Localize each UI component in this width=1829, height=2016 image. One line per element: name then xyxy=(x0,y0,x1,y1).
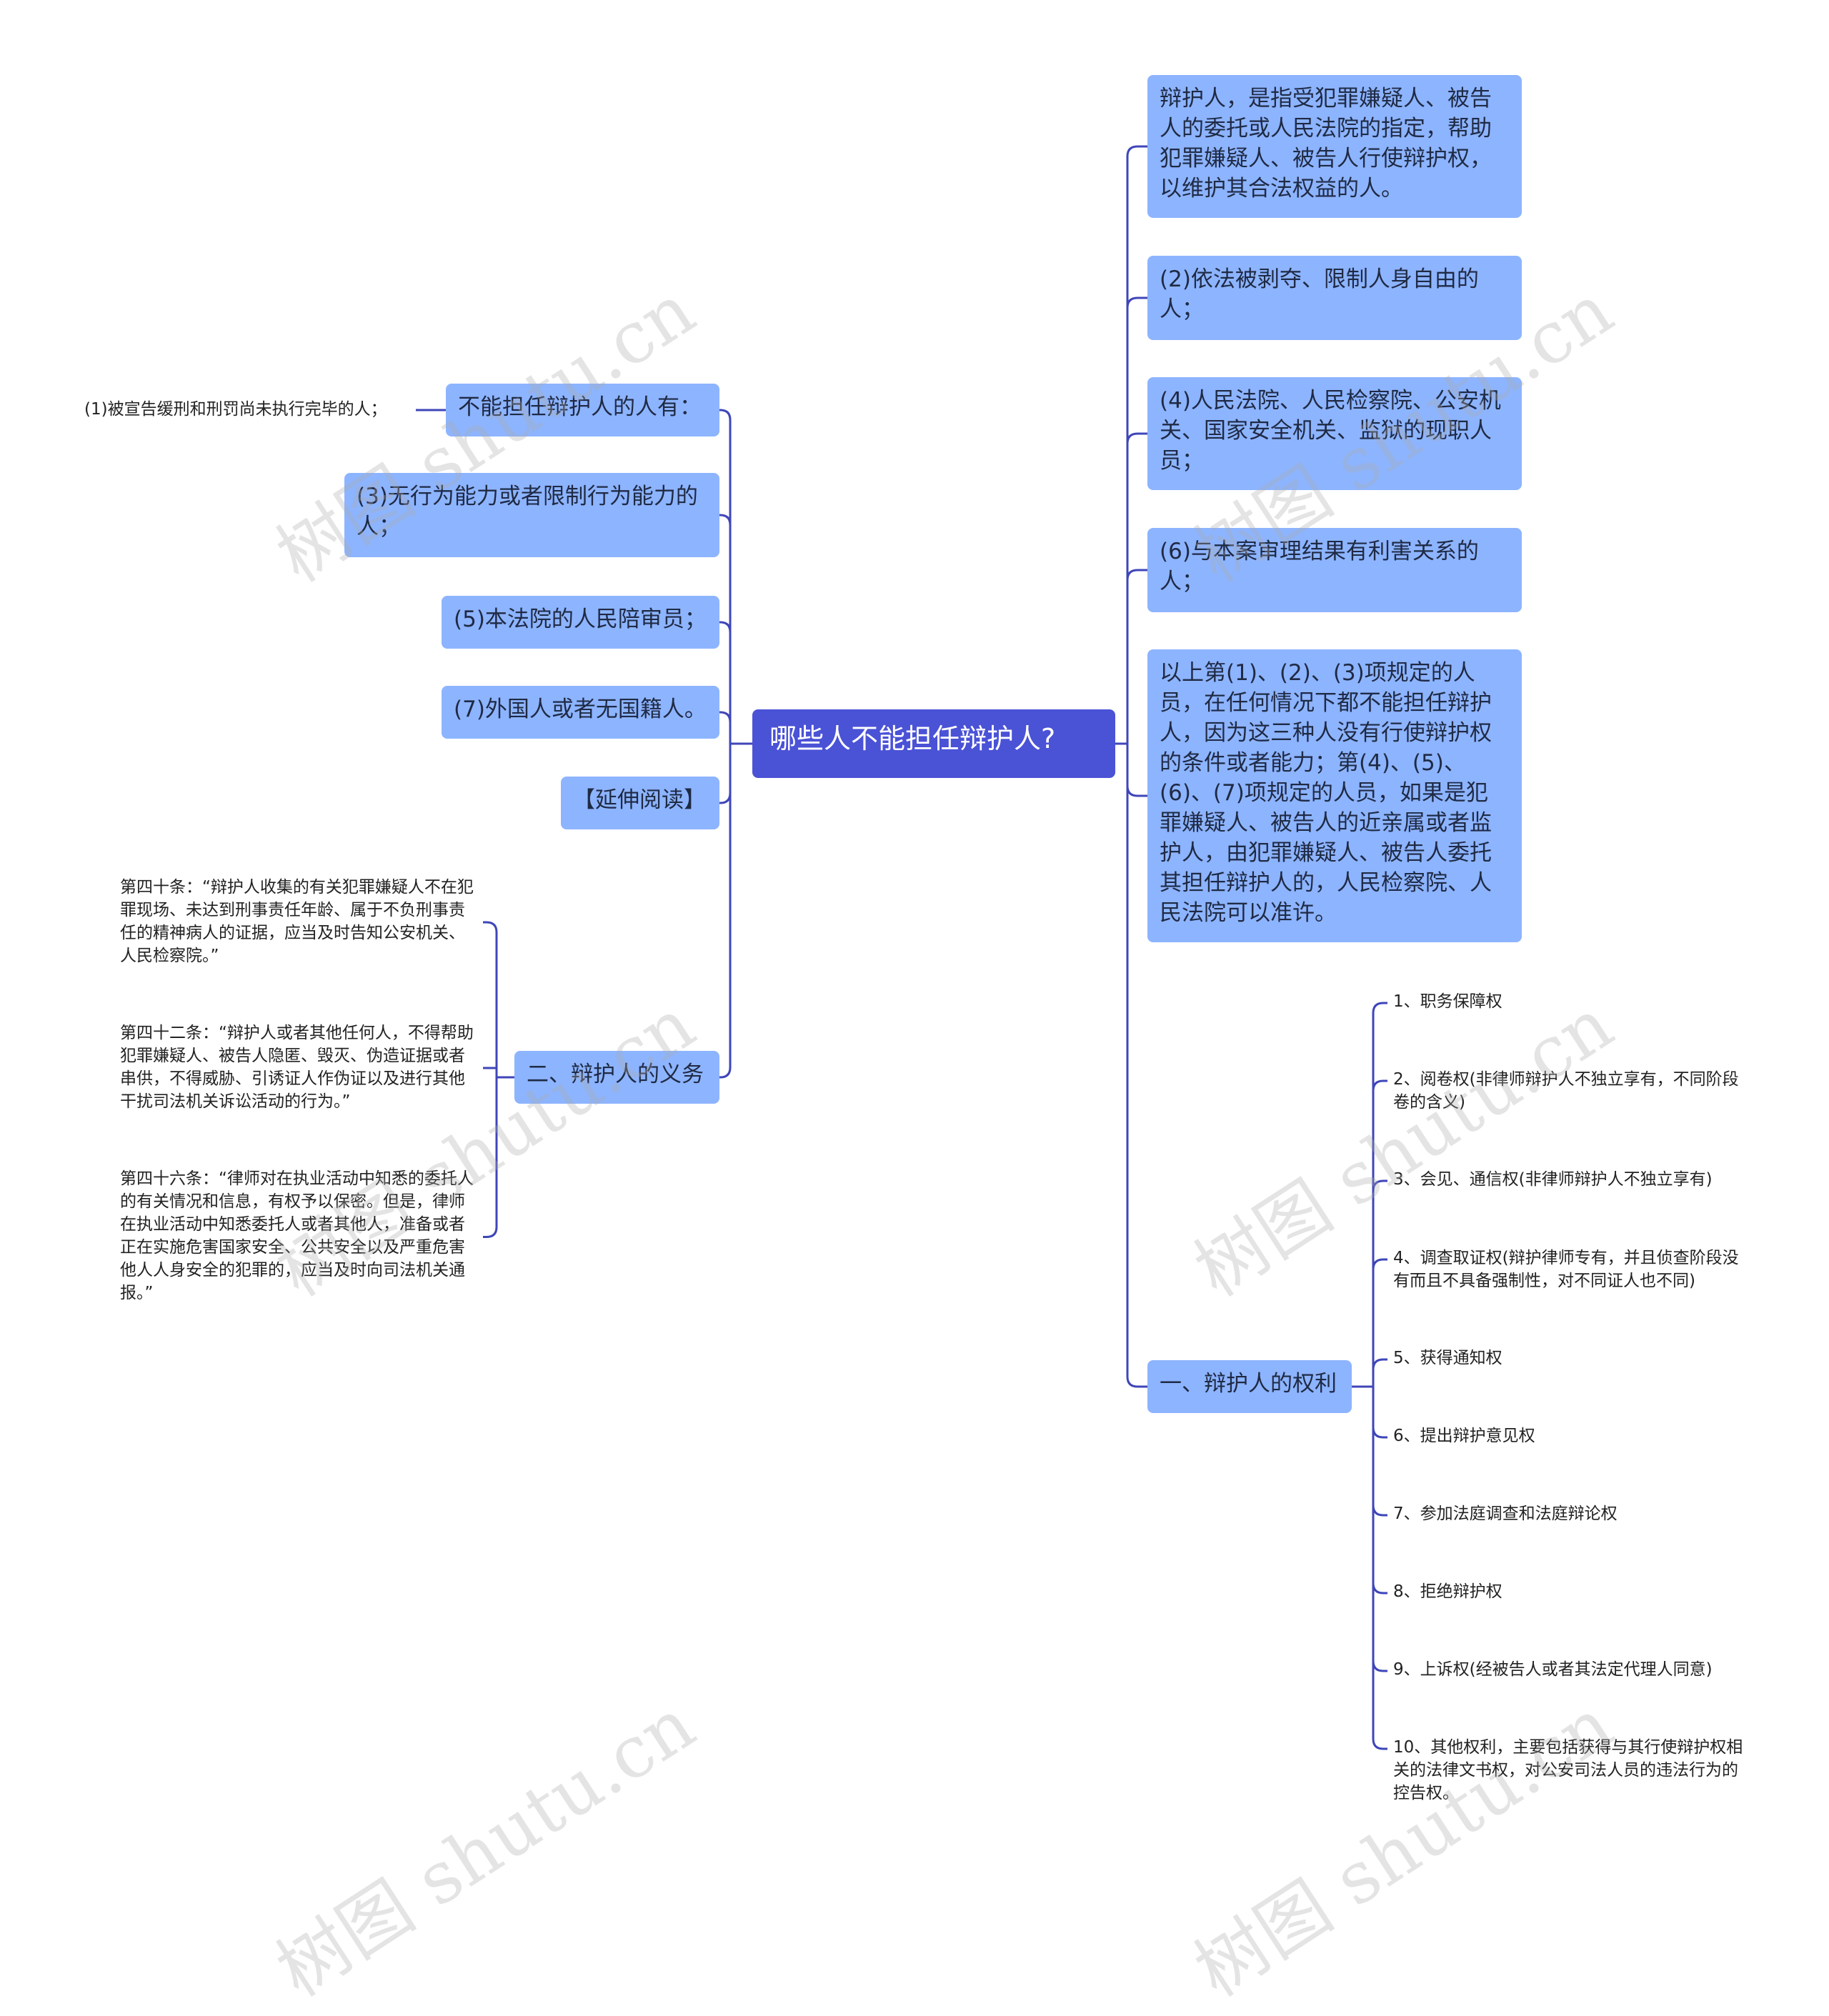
mindmap-canvas: 哪些人不能担任辩护人? 不能担任辩护人的人有： (1)被宣告缓刑和刑罚尚未执行完… xyxy=(84,75,1743,2012)
duty-article-40[interactable]: 第四十条：“辩护人收集的有关犯罪嫌疑人不在犯罪现场、未达到刑事责任年龄、属于不负… xyxy=(120,878,474,965)
duties-branch[interactable]: 二、辩护人的义务 xyxy=(514,1051,719,1104)
root-topic-label: 哪些人不能担任辩护人? xyxy=(769,723,1056,754)
cannot-serve-item-4[interactable]: (4)人民法院、人民检察院、公安机关、国家安全机关、监狱的现职人员； xyxy=(1147,377,1522,490)
cannot-serve-item-3[interactable]: (3)无行为能力或者限制行为能力的人； xyxy=(344,473,719,557)
root-topic[interactable]: 哪些人不能担任辩护人? xyxy=(752,709,1115,778)
link-n-duty0 xyxy=(483,921,514,1079)
link-n-duties xyxy=(719,742,752,1079)
link-n-item3 xyxy=(719,514,752,745)
link-right-item-9 xyxy=(1352,1385,1387,1672)
link-right-item-7 xyxy=(1352,1385,1387,1517)
link-n-duty2 xyxy=(483,1076,514,1238)
link-n-item2 xyxy=(1115,296,1147,745)
right-item-3[interactable]: 3、会见、通信权(非律师辩护人不独立享有) xyxy=(1393,1170,1713,1189)
link-n-ext xyxy=(719,742,752,804)
cannot-serve-header-label: 不能担任辩护人的人有： xyxy=(458,394,702,420)
link-right-item-8 xyxy=(1352,1385,1387,1595)
link-n-rights xyxy=(1115,742,1147,1388)
right-item-7[interactable]: 7、参加法庭调查和法庭辩论权 xyxy=(1393,1504,1618,1523)
cannot-serve-item-5[interactable]: (5)本法院的人民陪审员； xyxy=(442,596,719,649)
link-n-item5 xyxy=(719,621,752,745)
link-n-item6 xyxy=(1115,569,1147,745)
link-n-duty1 xyxy=(483,1067,514,1079)
cannot-serve-header[interactable]: 不能担任辩护人的人有： xyxy=(446,384,719,436)
link-right-item-6 xyxy=(1352,1385,1387,1439)
watermark: 树图 shutu.cn xyxy=(262,1682,709,2013)
cannot-serve-item-7[interactable]: (7)外国人或者无国籍人。 xyxy=(442,686,719,739)
right-item-10[interactable]: 10、其他权利，主要包括获得与其行使辩护权相关的法律文书权，对公安司法人员的违法… xyxy=(1393,1738,1743,1802)
link-right-item-5 xyxy=(1352,1358,1387,1388)
duty-article-42[interactable]: 第四十二条：“辩护人或者其他任何人，不得帮助犯罪嫌疑人、被告人隐匿、毁灭、伪造证… xyxy=(120,1024,474,1111)
link-n-item7 xyxy=(719,711,752,745)
duty-article-46[interactable]: 第四十六条：“律师对在执业活动中知悉的委托人的有关情况和信息，有权予以保密。但是… xyxy=(120,1169,474,1302)
link-n-cannot xyxy=(719,409,752,745)
cannot-serve-item-6[interactable]: (6)与本案审理结果有利害关系的人； xyxy=(1147,528,1522,612)
right-item-8[interactable]: 8、拒绝辩护权 xyxy=(1393,1582,1502,1601)
link-right-item-1 xyxy=(1352,1002,1387,1388)
right-item-2[interactable]: 2、阅卷权(非律师辩护人不独立享有，不同阶段卷的含义) xyxy=(1393,1070,1739,1112)
link-right-item-10 xyxy=(1352,1385,1387,1750)
link-n-def xyxy=(1115,145,1147,745)
summary-box[interactable]: 以上第(1)、(2)、(3)项规定的人员，在任何情况下都不能担任辩护人，因为这三… xyxy=(1147,649,1522,942)
extended-reading[interactable]: 【延伸阅读】 xyxy=(561,777,719,829)
cannot-serve-item-2[interactable]: (2)依法被剥夺、限制人身自由的人； xyxy=(1147,256,1522,340)
link-n-item4 xyxy=(1115,432,1147,745)
definition-box[interactable]: 辩护人，是指受犯罪嫌疑人、被告人的委托或人民法院的指定，帮助犯罪嫌疑人、被告人行… xyxy=(1147,75,1522,218)
cannot-serve-item-1[interactable]: (1)被宣告缓刑和刑罚尚未执行完毕的人； xyxy=(84,400,387,419)
watermark: 树图 shutu.cn xyxy=(1180,1682,1628,2013)
right-item-4[interactable]: 4、调查取证权(辩护律师专有，并且侦查阶段没有而且不具备强制性，对不同证人也不同… xyxy=(1393,1249,1739,1290)
rights-branch[interactable]: 一、辩护人的权利 xyxy=(1147,1360,1352,1413)
right-item-1[interactable]: 1、职务保障权 xyxy=(1393,992,1502,1011)
right-item-9[interactable]: 9、上诉权(经被告人或者其法定代理人同意) xyxy=(1393,1660,1713,1679)
right-item-5[interactable]: 5、获得通知权 xyxy=(1393,1349,1502,1367)
link-right-item-3 xyxy=(1352,1179,1387,1388)
link-right-item-2 xyxy=(1352,1079,1387,1388)
link-right-item-4 xyxy=(1352,1258,1387,1388)
right-item-6[interactable]: 6、提出辩护意见权 xyxy=(1393,1427,1535,1445)
link-n-summary xyxy=(1115,742,1147,797)
